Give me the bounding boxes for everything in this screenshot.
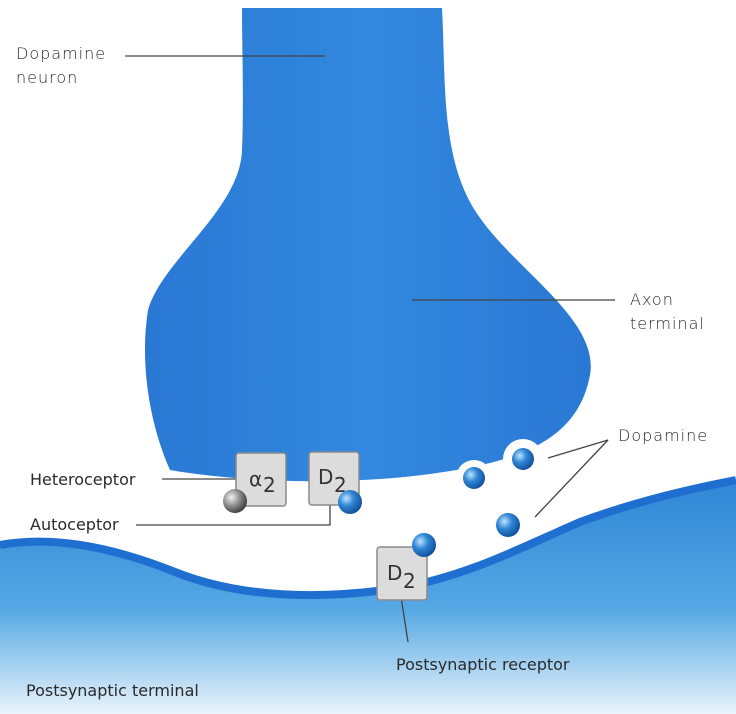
- dopamine-cluster: [456, 439, 543, 537]
- dopamine-label: Dopamine: [618, 426, 709, 445]
- dopamine-neuron-label-line2: neuron: [16, 68, 79, 87]
- axon-terminal-label-line2: terminal: [630, 314, 705, 333]
- dopamine-neuron-label-line1: Dopamine: [16, 44, 107, 63]
- alpha2-heteroceptor: α 2: [223, 452, 287, 513]
- postsynaptic-terminal-label: Postsynaptic terminal: [26, 681, 199, 700]
- dopamine-molecule: [338, 490, 362, 514]
- dopamine-molecule: [496, 513, 520, 537]
- axon-terminal-label: Axon terminal: [630, 288, 705, 336]
- dopamine-molecule: [512, 448, 534, 470]
- d2-auto-symbol: D: [318, 465, 333, 489]
- d2-autoceptor: D 2: [308, 451, 362, 514]
- heteroceptor-label: Heteroceptor: [30, 470, 136, 489]
- postsynaptic-receptor-label: Postsynaptic receptor: [396, 655, 570, 674]
- d2-postsynaptic-receptor: D 2: [376, 533, 436, 601]
- norepinephrine-molecule: [223, 489, 247, 513]
- alpha2-subscript: 2: [263, 473, 276, 497]
- dopamine-neuron-label: Dopamine neuron: [16, 42, 106, 90]
- dopamine-molecule: [412, 533, 436, 557]
- d2-post-subscript: 2: [403, 569, 416, 593]
- leader-lines: [125, 55, 615, 643]
- dopamine-molecule: [463, 467, 485, 489]
- axon-terminal-shape: [144, 8, 591, 482]
- d2-auto-subscript: 2: [334, 473, 347, 497]
- d2-post-symbol: D: [387, 561, 402, 585]
- alpha2-symbol: α: [249, 467, 262, 491]
- axon-terminal-label-line1: Axon: [630, 290, 674, 309]
- autoceptor-label: Autoceptor: [30, 515, 119, 534]
